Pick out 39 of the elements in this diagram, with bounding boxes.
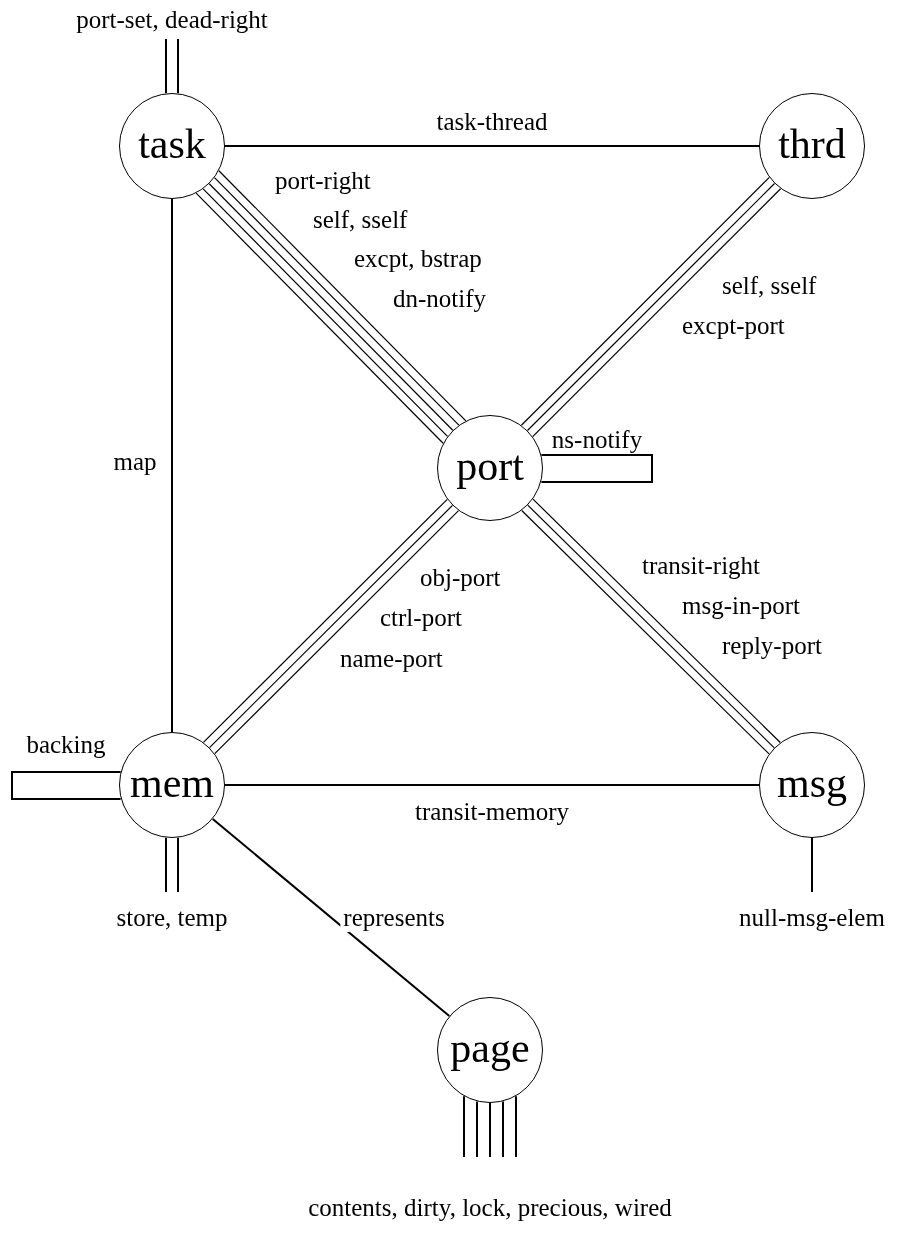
relation-label: transit-right [642,551,761,581]
relation-label: self, sself [722,271,817,301]
node-label: msg [777,762,847,808]
connector-line [211,817,451,1018]
connector-line [224,145,760,147]
node-label: mem [130,762,214,808]
relation-label: reply-port [722,631,822,661]
relation-label: port-right [275,166,371,196]
node-label: task [138,123,206,169]
relation-label: excpt, bstrap [354,244,482,274]
connector-line [515,1095,517,1158]
relation-label: dn-notify [393,284,487,314]
connector-line [177,38,179,95]
relation-label: obj-port [420,563,501,593]
relation-label: contents, dirty, lock, precious, wired [308,1193,672,1223]
relation-label: ctrl-port [380,603,462,633]
relation-label: msg-in-port [682,591,801,621]
connector-line [489,1102,491,1158]
connector-line [165,38,167,95]
connector-line [171,198,173,733]
relation-label: null-msg-elem [739,903,885,933]
connector-line [11,771,122,800]
relation-label: store, temp [116,903,228,933]
node-label: thrd [778,123,846,169]
connector-line [165,836,167,893]
node-circle [437,415,543,521]
connector-line [177,836,179,893]
connector-line [540,454,653,483]
connector-line [811,837,813,893]
connector-line [224,784,760,786]
relation-label: excpt-port [682,311,785,341]
node-label: page [450,1027,530,1073]
relation-label: self, sself [313,205,408,235]
relation-label: name-port [340,644,443,674]
connector-line [463,1095,465,1158]
node-label: port [456,445,524,491]
relation-label: port-set, dead-right [76,5,268,35]
connector-line [502,1100,504,1158]
connector-line [476,1100,478,1158]
